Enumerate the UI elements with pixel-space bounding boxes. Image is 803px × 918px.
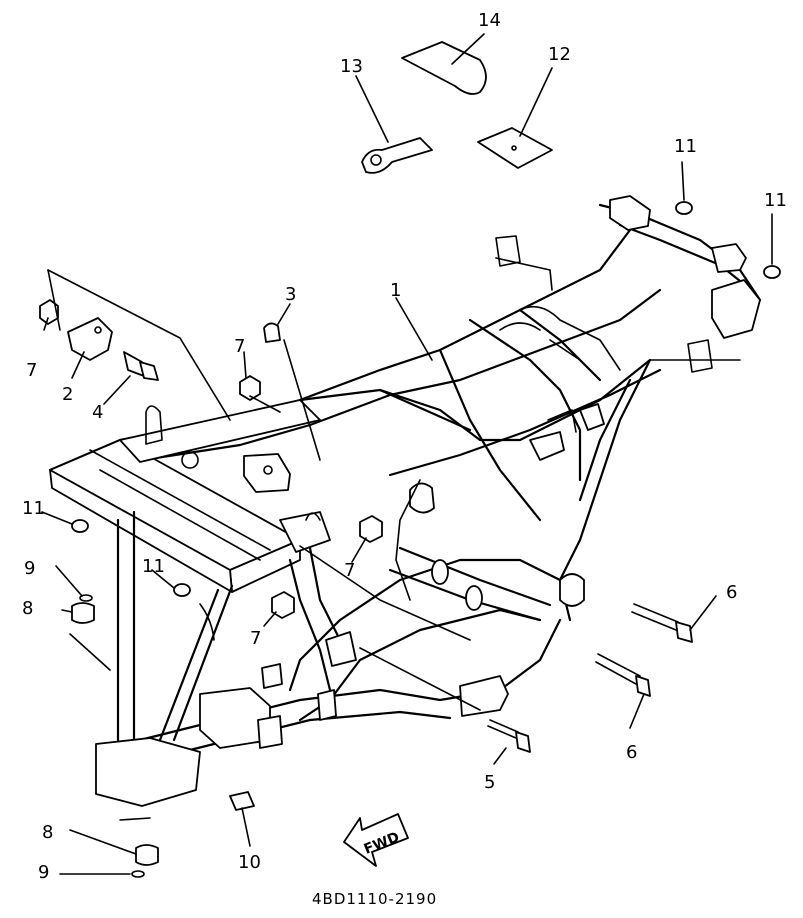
callout-9-a: 9 [24,558,35,579]
diagram-code: 4BD1110-2190 [312,890,437,908]
callout-8-b: 8 [42,822,53,843]
callout-6-b: 6 [626,742,637,763]
nut-part-7-lower [271,591,295,619]
callout-6-a: 6 [726,582,737,603]
nut-part-7-center [359,515,383,543]
bolt-part-5 [487,719,531,753]
bolt-part-4 [123,351,159,381]
bolt-part-6-upper [631,603,693,643]
callout-4: 4 [92,402,103,423]
collar-part-11-left [71,519,89,533]
callout-2: 2 [62,384,73,405]
callout-3: 3 [285,284,296,305]
plate-part-12 [477,127,553,169]
bracket-part-2 [67,317,113,361]
collar-part-11-top-right-b [763,265,781,279]
callout-5: 5 [484,772,495,793]
oring-part-9-upper [79,594,93,602]
forward-arrow-icon: FWD [343,813,409,867]
collar-part-11-top-right-a [675,201,693,215]
callout-7-a: 7 [26,360,37,381]
callout-11-a: 11 [674,136,697,157]
collar-part-11-middle [173,583,191,597]
callout-9-b: 9 [38,862,49,883]
callout-11-c: 11 [22,498,45,519]
leader-lines [41,33,773,875]
bolt-part-3 [263,322,281,343]
fitting-part-10 [229,791,255,811]
cap-part-8-lower [135,844,159,866]
callout-12: 12 [548,44,571,65]
oring-part-9-lower [131,870,145,878]
bolt-part-6-lower [595,653,651,697]
callout-1: 1 [390,280,401,301]
callout-13: 13 [340,56,363,77]
seat-pad-part-14 [401,41,487,95]
callout-11-b: 11 [764,190,787,211]
part-callouts: 14 13 12 11 11 3 1 7 2 4 7 11 11 7 7 9 8… [22,10,787,908]
clamp-part-13 [361,137,433,174]
cap-part-8-upper [71,602,95,624]
callout-7-d: 7 [250,628,261,649]
callout-14: 14 [478,10,501,31]
callout-7-b: 7 [234,336,245,357]
callout-10: 10 [238,852,261,873]
callout-8-a: 8 [22,598,33,619]
callout-7-c: 7 [344,560,355,581]
frame-part-1 [48,195,762,807]
callout-11-d: 11 [142,556,165,577]
nut-part-7-mid [239,375,261,401]
